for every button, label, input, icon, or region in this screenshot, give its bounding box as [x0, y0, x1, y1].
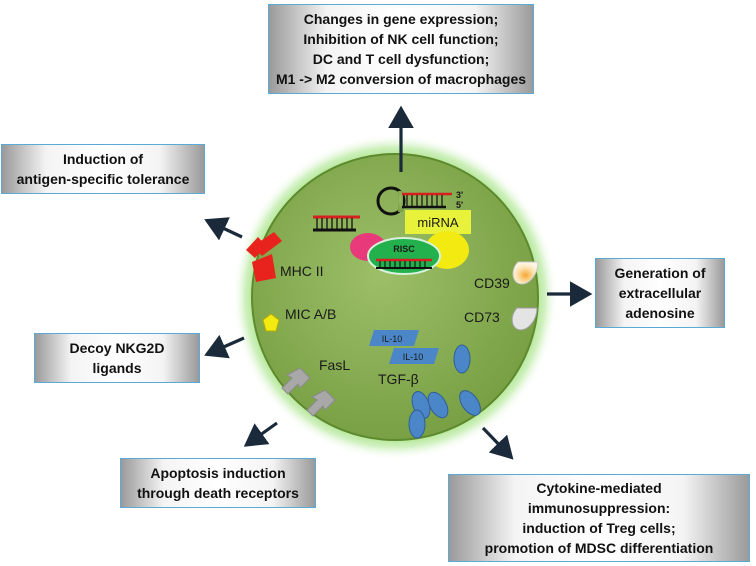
mirna-duplex-icon — [313, 215, 360, 232]
tgf-beta-label: TGF-β — [378, 371, 419, 387]
tolerance-line-1: Induction of — [62, 151, 144, 167]
cd73-label: CD73 — [464, 309, 500, 325]
decoy-box: Decoy NKG2D ligands — [34, 333, 200, 383]
adenosine-line-1: Generation of — [614, 265, 706, 281]
adenosine-line-2: extracellular — [618, 285, 702, 301]
adenosine-line-3: adenosine — [625, 305, 695, 321]
cd73-icon — [511, 307, 538, 331]
arrow-to-apoptosis — [243, 421, 278, 447]
mhc-ii-label: MHC II — [280, 263, 324, 279]
cytokine-line-2: immunosuppression: — [527, 500, 671, 516]
tgf-beta-icon — [408, 344, 481, 439]
arrow-to-decoy — [204, 334, 245, 359]
mic-ab-icon — [262, 313, 280, 332]
mirna-label-box — [405, 210, 471, 234]
apoptosis-box: Apoptosis induction through death recept… — [120, 458, 316, 508]
gene-expression-box: Changes in gene expression; Inhibition o… — [268, 4, 534, 94]
mhc-ii-icon — [246, 232, 282, 282]
fasl-label: FasL — [319, 357, 350, 373]
mic-ab-label: MIC A/B — [285, 306, 336, 322]
gene-expression-line-4: M1 -> M2 conversion of macrophages — [275, 71, 527, 87]
cd39-label: CD39 — [474, 275, 510, 291]
tolerance-line-2: antigen-specific tolerance — [16, 171, 190, 187]
gene-expression-line-2: Inhibition of NK cell function; — [303, 31, 499, 47]
gene-expression-line-3: DC and T cell dysfunction; — [312, 51, 490, 67]
cytokine-line-3: induction of Treg cells; — [522, 520, 676, 536]
cytokine-line-4: promotion of MDSC differentiation — [484, 540, 714, 556]
tolerance-box: Induction of antigen-specific tolerance — [1, 144, 205, 194]
decoy-line-2: ligands — [92, 360, 142, 376]
tumor-exosome-cell — [251, 153, 539, 441]
cytokine-line-1: Cytokine-mediated — [536, 480, 662, 496]
arrow-to-tolerance — [204, 217, 243, 241]
risc-complex-icon — [350, 231, 469, 275]
gene-expression-line-1: Changes in gene expression; — [303, 11, 499, 27]
il10-label-1: IL-10 — [382, 334, 403, 344]
fasl-arrows-icon — [281, 367, 336, 417]
cytokine-box: Cytokine-mediated immunosuppression: ind… — [448, 474, 750, 562]
apoptosis-line-1: Apoptosis induction — [150, 465, 286, 481]
apoptosis-line-2: through death receptors — [137, 485, 299, 501]
il10-label-2: IL-10 — [403, 352, 424, 362]
arrow-to-cytokine — [481, 426, 514, 460]
three-prime-label: 3' — [456, 190, 463, 200]
cd39-icon — [512, 261, 539, 285]
five-prime-label: 5' — [456, 200, 463, 210]
risc-label: RISC — [393, 244, 415, 254]
mirna-hairpin-icon — [376, 186, 452, 216]
il10-icon — [369, 330, 439, 364]
adenosine-box: Generation of extracellular adenosine — [595, 258, 725, 328]
mirna-label: miRNA — [417, 215, 458, 230]
decoy-line-1: Decoy NKG2D — [69, 340, 165, 356]
